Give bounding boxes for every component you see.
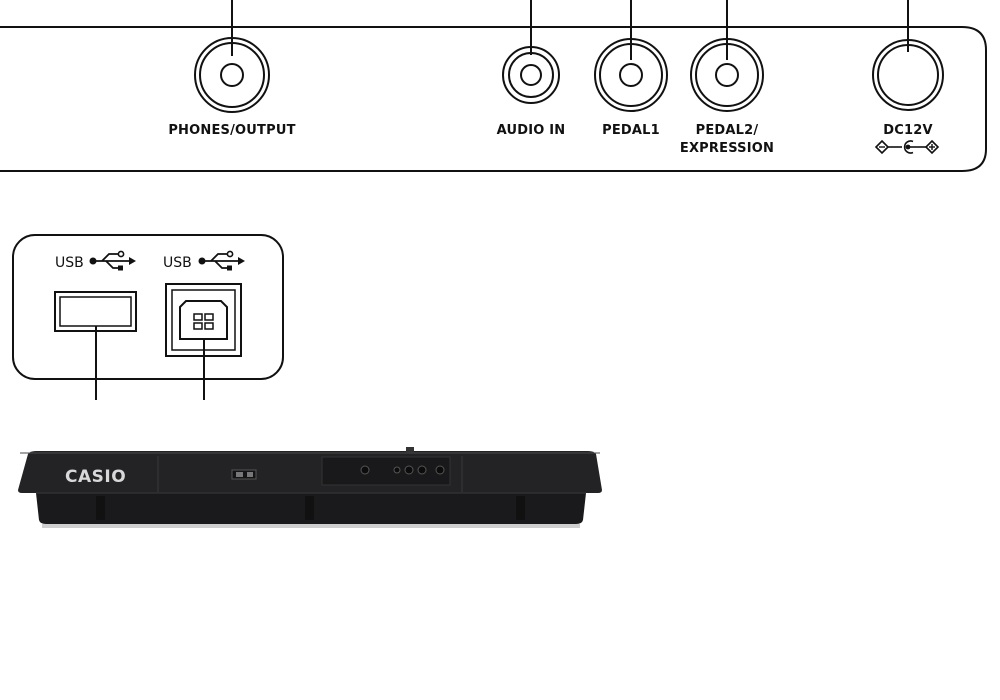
jack-outer-ring bbox=[690, 38, 764, 112]
jack-inner-ring bbox=[695, 43, 759, 107]
usb-trident-icon bbox=[198, 250, 245, 271]
casio-logo: CASIO bbox=[65, 467, 126, 487]
jack-hole bbox=[520, 64, 542, 86]
jack-outer-ring bbox=[872, 39, 944, 111]
jack-panel: PHONES/OUTPUT AUDIO IN PEDAL1 PEDAL2/ EX… bbox=[0, 0, 987, 172]
usb-panel-outline bbox=[12, 234, 284, 380]
usb-trident-icon bbox=[89, 250, 136, 271]
keyboard-foot bbox=[96, 496, 105, 520]
keyboard-foot bbox=[516, 496, 525, 520]
keyboard-rear-view: CASIO bbox=[18, 447, 602, 528]
audio-in-label: AUDIO IN bbox=[497, 123, 566, 138]
usb-type-a-port: USB bbox=[54, 250, 137, 400]
usb-a-inner bbox=[59, 296, 132, 327]
usb-a-outer bbox=[54, 291, 137, 332]
keyboard-usb-area bbox=[231, 469, 257, 480]
jack-hole bbox=[220, 63, 244, 87]
usb-b-contact bbox=[193, 313, 203, 321]
jack-outer-ring bbox=[594, 38, 668, 112]
keyboard-foot bbox=[305, 496, 314, 520]
usb-type-b-port: USB bbox=[163, 250, 245, 400]
phones-output-label: PHONES/OUTPUT bbox=[168, 123, 295, 138]
phones-output-jack: PHONES/OUTPUT bbox=[168, 0, 295, 138]
pedal2-label-line1: PEDAL2/ bbox=[696, 123, 759, 138]
usb-b-socket bbox=[179, 300, 228, 340]
pedal2-expression-jack: PEDAL2/ EXPRESSION bbox=[680, 0, 774, 156]
jack-outer-ring bbox=[502, 46, 560, 104]
jack-hole bbox=[715, 63, 739, 87]
keyboard-jack-recess bbox=[321, 456, 451, 486]
jack-inner-ring bbox=[599, 43, 663, 107]
usb-b-label: USB bbox=[163, 255, 192, 271]
dc-polarity-icon bbox=[874, 139, 940, 155]
audio-in-jack: AUDIO IN bbox=[497, 0, 566, 138]
pedal1-jack: PEDAL1 bbox=[594, 0, 668, 138]
usb-a-label: USB bbox=[55, 255, 84, 271]
jack-outer-ring bbox=[194, 37, 270, 113]
usb-b-contact bbox=[193, 322, 203, 330]
jack-hole bbox=[619, 63, 643, 87]
usb-b-contact bbox=[204, 322, 214, 330]
usb-panel: USB USB bbox=[12, 234, 284, 400]
jack-inner-ring bbox=[508, 52, 554, 98]
pedal1-label: PEDAL1 bbox=[602, 123, 660, 138]
dc12v-jack: DC12V bbox=[872, 0, 944, 155]
dc12v-label: DC12V bbox=[883, 123, 932, 138]
jack-panel-outline bbox=[0, 26, 987, 172]
usb-b-contact bbox=[204, 313, 214, 321]
jack-inner-ring bbox=[199, 42, 265, 108]
keyboard-top-body bbox=[18, 451, 602, 493]
pedal2-label-line2: EXPRESSION bbox=[680, 141, 774, 156]
jack-inner-ring bbox=[877, 44, 939, 106]
